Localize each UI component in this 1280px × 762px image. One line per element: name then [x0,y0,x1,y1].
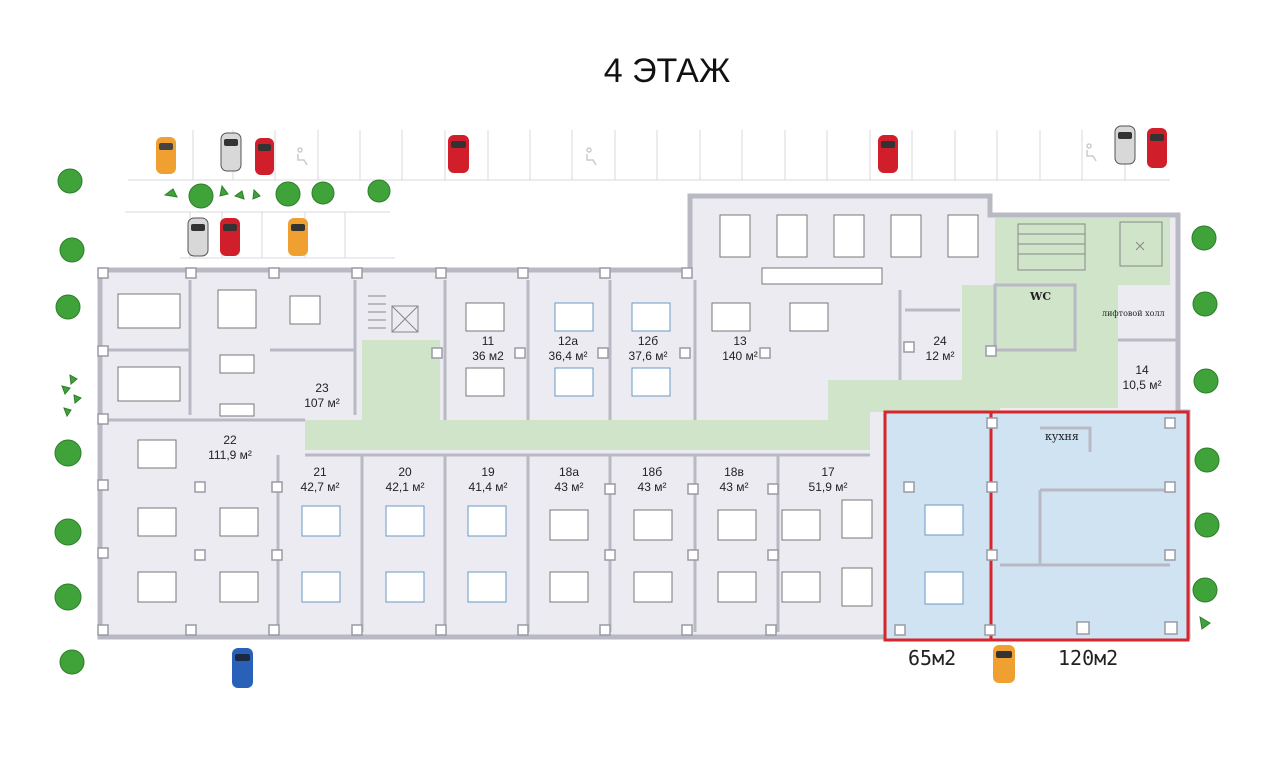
floor-title: 4 ЭТАЖ [603,52,731,90]
accessible-parking-icon [297,143,1097,166]
room-area: 107 м² [304,396,340,410]
room-area: 37,6 м² [629,349,668,363]
room-number: 20 [398,465,412,479]
room-area: 36,4 м² [549,349,588,363]
room-area: 36 м2 [472,349,504,363]
room-number: 12б [638,334,658,348]
room-number: 18в [724,465,744,479]
trees [54,168,1220,675]
office-120-area: 120м2 [1058,646,1119,670]
room-area: 43 м² [638,480,667,494]
elevator-hall-label: лифтовой холл [1102,309,1165,318]
room-number: 14 [1135,363,1149,377]
room-area: 43 м² [555,480,584,494]
parked-cars [156,125,1167,688]
corridor [305,285,1118,450]
room-number: 11 [482,334,495,348]
room-area: 42,1 м² [386,480,425,494]
wc-label: WC [1029,290,1051,303]
stairs [368,221,1163,333]
interior-walls [100,280,1178,632]
room-area: 10,5 м² [1123,378,1162,392]
room-number: 18б [642,465,662,479]
room-number: 19 [481,465,495,479]
desks [117,214,979,607]
room-area: 140 м² [722,349,758,363]
room-area: 12 м² [926,349,955,363]
room-number: 17 [821,465,835,479]
columns [97,267,1178,636]
room-number: 23 [315,381,329,395]
room-area: 43 м² [720,480,749,494]
room-area: 41,4 м² [469,480,508,494]
room-number: 13 [733,334,747,348]
room-number: 24 [933,334,947,348]
kitchen-label: кухня [1045,430,1079,443]
room-area: 111,9 м² [208,448,252,462]
room-number: 18а [559,465,579,479]
room-number: 21 [313,465,327,479]
stair-hall [362,340,440,422]
room-area: 51,9 м² [809,480,848,494]
office-65-area: 65м2 [908,646,957,670]
room-number: 22 [223,433,237,447]
room-number: 12а [558,334,578,348]
room-area: 42,7 м² [301,480,340,494]
